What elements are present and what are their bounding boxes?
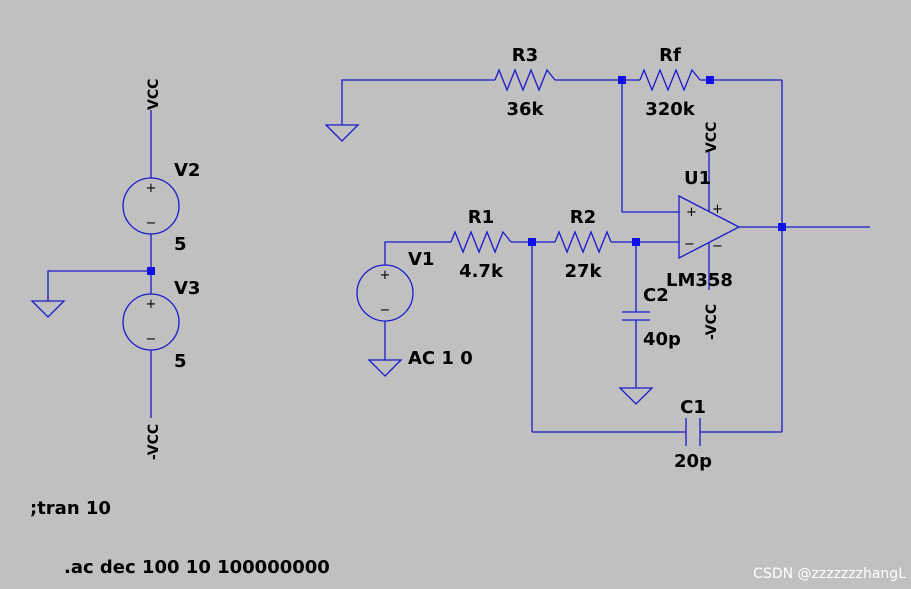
v2-name-label: V2 — [174, 160, 200, 181]
resistor-r2[interactable] — [554, 230, 612, 254]
rf-name-label: Rf — [659, 45, 681, 66]
input-wires — [384, 241, 782, 433]
capacitor-c2[interactable] — [622, 311, 650, 321]
capacitor-c1[interactable] — [685, 418, 701, 446]
v1-minus-sign: − — [380, 303, 391, 318]
u1-plus-sign-box: + — [686, 205, 697, 220]
u1-minus-sign-box: − — [684, 237, 695, 252]
junction-dot-output — [778, 223, 786, 231]
r3-value-label: 36k — [506, 99, 544, 120]
c2-value-label: 40p — [643, 329, 681, 350]
u1-vplus-sign: + — [712, 202, 723, 217]
u1-model-label: LM358 — [666, 270, 733, 291]
watermark-text: CSDN @zzzzzzzhangL — [753, 566, 906, 582]
spice-directive-ac[interactable]: .ac dec 100 10 100000000 — [64, 557, 330, 578]
voltage-source-v3[interactable]: + − — [122, 293, 180, 351]
junction-dot-r3-rf — [618, 76, 626, 84]
voltage-source-v1[interactable]: + − — [356, 264, 414, 322]
net-label-neg-vcc-bottom: -VCC — [146, 424, 162, 460]
ground-symbol-v1 — [367, 359, 403, 377]
r1-name-label: R1 — [468, 207, 494, 228]
opamp-u1[interactable]: + − + − — [678, 150, 741, 290]
junction-dot-supply — [147, 267, 155, 275]
r2-name-label: R2 — [570, 207, 596, 228]
supply-wires — [47, 110, 152, 418]
v1-name-label: V1 — [408, 249, 434, 270]
net-label-vcc-opamp: VCC — [704, 122, 720, 153]
rf-value-label: 320k — [645, 99, 696, 120]
v1-plus-sign: + — [380, 268, 391, 283]
r3-name-label: R3 — [512, 45, 538, 66]
junction-dot-r1-r2 — [528, 238, 536, 246]
c1-name-label: C1 — [680, 397, 706, 418]
u1-vminus-sign: − — [712, 239, 723, 254]
v1-value-label: AC 1 0 — [408, 348, 473, 369]
v3-plus-sign: + — [146, 297, 157, 312]
v2-minus-sign: − — [146, 216, 157, 231]
ground-symbol-left — [30, 300, 66, 318]
voltage-source-v2[interactable]: + − — [122, 177, 180, 235]
v2-plus-sign: + — [146, 181, 157, 196]
net-label-vcc-top: VCC — [146, 79, 162, 110]
c2-name-label: C2 — [643, 285, 669, 306]
junction-dot-rf-out — [706, 76, 714, 84]
r2-value-label: 27k — [564, 261, 602, 282]
v3-minus-sign: − — [146, 332, 157, 347]
resistor-r3[interactable] — [494, 68, 556, 92]
v3-name-label: V3 — [174, 278, 200, 299]
u1-name-label: U1 — [684, 168, 711, 189]
v2-value-label: 5 — [174, 234, 187, 255]
junction-dot-r2-c2 — [632, 238, 640, 246]
resistor-rf[interactable] — [639, 68, 701, 92]
v3-value-label: 5 — [174, 351, 187, 372]
r1-value-label: 4.7k — [459, 261, 504, 282]
ground-symbol-c2 — [618, 387, 654, 405]
spice-directive-tran[interactable]: ;tran 10 — [30, 498, 111, 519]
resistor-r1[interactable] — [450, 230, 512, 254]
net-label-neg-vcc-opamp: -VCC — [704, 304, 720, 340]
c1-value-label: 20p — [674, 451, 712, 472]
ground-symbol-r3 — [324, 124, 360, 142]
